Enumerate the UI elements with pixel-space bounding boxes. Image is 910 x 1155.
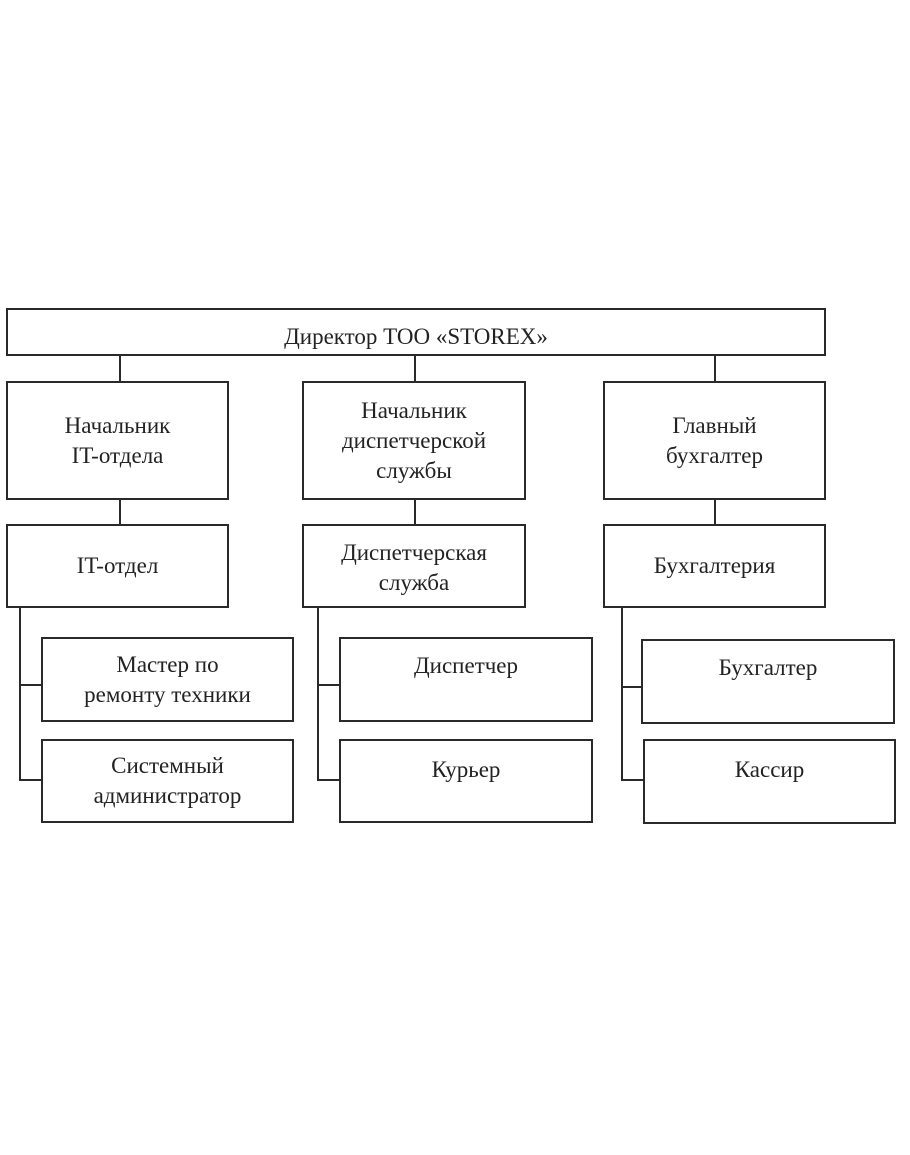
staff-label: Кассир <box>734 757 805 782</box>
connector <box>19 684 42 686</box>
staff-repair-master-box: Мастер по ремонту техники <box>41 637 294 722</box>
connector <box>317 684 340 686</box>
dept-accounting-label: Бухгалтерия <box>653 553 776 578</box>
staff-label: Бухгалтер <box>718 655 818 680</box>
head-accountant-label: Главный бухгалтер <box>666 412 763 468</box>
director-box: Директор ТОО «STOREX» <box>6 308 826 356</box>
connector <box>414 500 416 525</box>
dept-dispatch-box: Диспетчерская служба <box>302 524 526 608</box>
staff-dispatcher-box: Диспетчер <box>339 637 593 722</box>
head-it-label: Начальник IT-отдела <box>64 412 171 468</box>
connector <box>621 779 643 781</box>
staff-courier-box: Курьер <box>339 739 593 823</box>
staff-label: Диспетчер <box>413 653 519 678</box>
dept-accounting-box: Бухгалтерия <box>603 524 826 608</box>
connector <box>621 686 643 688</box>
staff-label: Системный администратор <box>93 753 242 808</box>
connector <box>621 608 623 781</box>
head-dispatch-label: Начальник диспетчерской службы <box>341 397 487 483</box>
director-label: Директор ТОО «STOREX» <box>284 324 548 349</box>
connector <box>317 779 340 781</box>
staff-label: Курьер <box>431 757 501 782</box>
head-accountant-box: Главный бухгалтер <box>603 381 826 500</box>
connector <box>714 500 716 525</box>
connector <box>19 608 21 781</box>
staff-cashier-box: Кассир <box>643 739 896 824</box>
connector <box>19 779 42 781</box>
connector <box>414 356 416 382</box>
dept-dispatch-label: Диспетчерская служба <box>341 540 487 595</box>
head-dispatch-box: Начальник диспетчерской службы <box>302 381 526 500</box>
staff-sysadmin-box: Системный администратор <box>41 739 294 823</box>
dept-it-box: IT-отдел <box>6 524 229 608</box>
connector <box>714 356 716 382</box>
staff-label: Мастер по ремонту техники <box>84 651 251 707</box>
connector <box>317 608 319 781</box>
dept-it-label: IT-отдел <box>76 553 159 578</box>
staff-bookkeeper-box: Бухгалтер <box>641 639 895 724</box>
head-it-box: Начальник IT-отдела <box>6 381 229 500</box>
connector <box>119 500 121 525</box>
connector <box>119 356 121 382</box>
